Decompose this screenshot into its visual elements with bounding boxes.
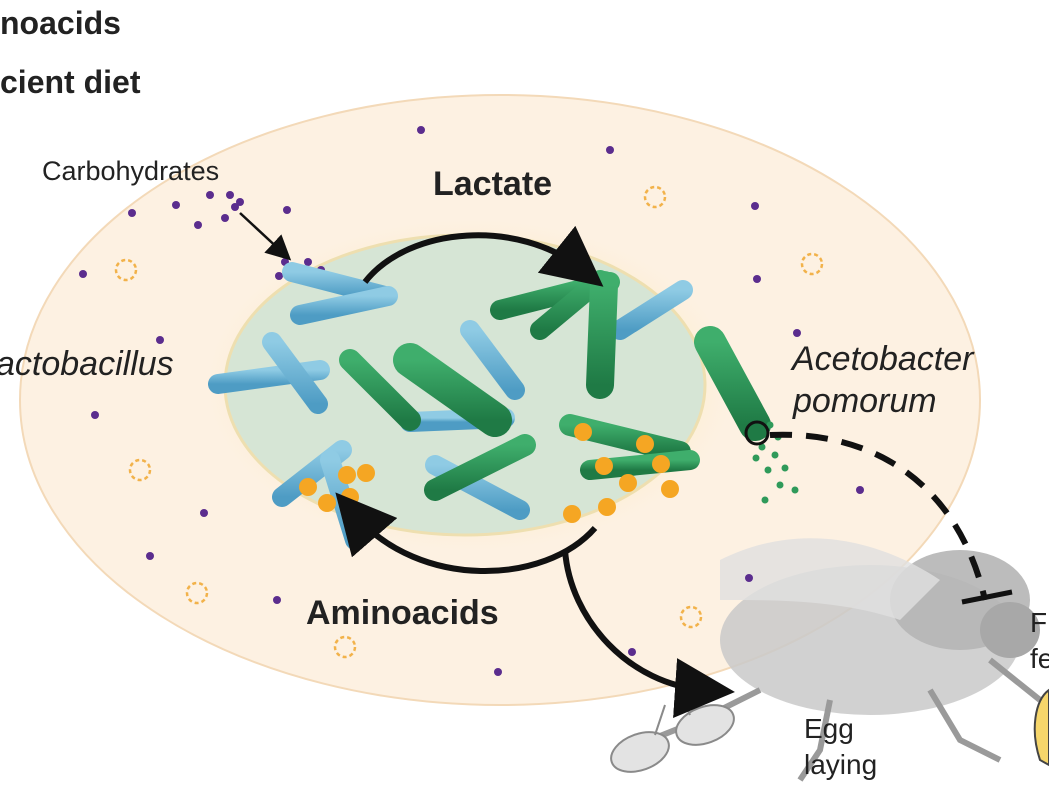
dashed-link [769, 431, 988, 601]
egg-label-1: Egg [804, 713, 854, 744]
aminoacids-label: Aminoacids [306, 594, 499, 632]
food-blob [1033, 688, 1049, 767]
lactate-label: Lactate [433, 165, 552, 203]
aminoacids-arrow [335, 492, 598, 574]
acetobacter-label-1: Acetobacter [790, 340, 975, 378]
inhibition-bar [961, 589, 1013, 605]
dashed-rings [114, 185, 824, 659]
right-cut-label-2: fe [1030, 643, 1049, 674]
acetobacter-marker [744, 420, 770, 446]
lactate-arrow [362, 225, 604, 287]
egg [610, 731, 670, 773]
eggs [610, 689, 735, 773]
fly-silhouette [648, 538, 1042, 782]
egg-laying-arrow [562, 549, 735, 718]
acetobacter-rods [339, 270, 771, 501]
lactobacillus-label: actobacillus [0, 345, 174, 383]
egg-label-2: laying [804, 749, 877, 780]
right-cut-label-1: F [1030, 607, 1047, 638]
title-line-1: noacids [0, 5, 121, 41]
title-line-2: cient diet [0, 64, 141, 100]
acetobacter-label-2: pomorum [792, 382, 937, 420]
carbohydrate-arrow [239, 212, 292, 261]
carbohydrates-label: Carbohydrates [42, 156, 219, 186]
